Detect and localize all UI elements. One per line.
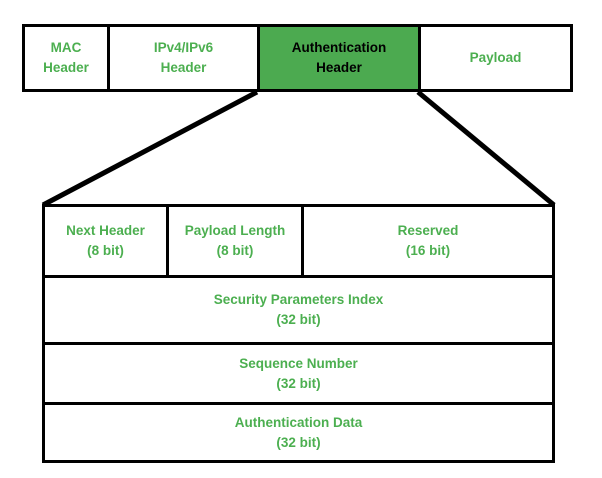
- packet-cell-mac-header-line2: Header: [43, 60, 89, 75]
- field-reserved-label: Reserved: [397, 223, 459, 239]
- table-row: Authentication Data (32 bit): [45, 402, 552, 460]
- packet-cell-authentication-header: Authentication Header: [257, 27, 418, 89]
- field-next-header: Next Header (8 bit): [45, 207, 166, 275]
- packet-cell-mac-header: MAC Header: [25, 27, 107, 89]
- field-payload-length: Payload Length (8 bit): [166, 207, 301, 275]
- field-reserved: Reserved (16 bit): [301, 207, 552, 275]
- packet-structure-row: MAC Header IPv4/IPv6 Header Authenticati…: [22, 24, 573, 92]
- field-authentication-data-label: Authentication Data: [234, 414, 363, 430]
- packet-cell-ip-header: IPv4/IPv6 Header: [107, 27, 257, 89]
- packet-cell-authentication-header-line2: Header: [316, 60, 362, 75]
- field-sequence-number-label: Sequence Number: [239, 355, 358, 371]
- field-authentication-data: Authentication Data (32 bit): [45, 405, 552, 460]
- connector-line-left: [41, 89, 259, 208]
- packet-cell-mac-header-line1: MAC: [50, 40, 82, 56]
- packet-cell-authentication-header-line1: Authentication: [291, 40, 387, 56]
- table-row: Next Header (8 bit) Payload Length (8 bi…: [45, 207, 552, 275]
- table-row: Sequence Number (32 bit): [45, 342, 552, 402]
- packet-cell-payload-line1: Payload: [469, 50, 522, 66]
- field-security-parameters-index-label: Security Parameters Index: [213, 292, 384, 308]
- field-next-header-label: Next Header: [66, 223, 145, 239]
- packet-cell-ip-header-line2: Header: [160, 60, 207, 75]
- field-sequence-number-bits: (32 bit): [276, 375, 321, 391]
- field-payload-length-label: Payload Length: [184, 223, 286, 239]
- authentication-header-field-table: Next Header (8 bit) Payload Length (8 bi…: [42, 204, 555, 463]
- field-security-parameters-index-bits: (32 bit): [276, 312, 321, 327]
- field-payload-length-bits: (8 bit): [216, 243, 254, 258]
- connector-line-right: [416, 90, 556, 207]
- field-sequence-number: Sequence Number (32 bit): [45, 345, 552, 402]
- packet-cell-payload: Payload: [418, 27, 570, 89]
- field-authentication-data-bits: (32 bit): [276, 434, 321, 450]
- field-next-header-bits: (8 bit): [87, 243, 124, 258]
- field-reserved-bits: (16 bit): [405, 243, 451, 258]
- field-security-parameters-index: Security Parameters Index (32 bit): [45, 278, 552, 342]
- packet-cell-ip-header-line1: IPv4/IPv6: [153, 40, 214, 56]
- table-row: Security Parameters Index (32 bit): [45, 275, 552, 342]
